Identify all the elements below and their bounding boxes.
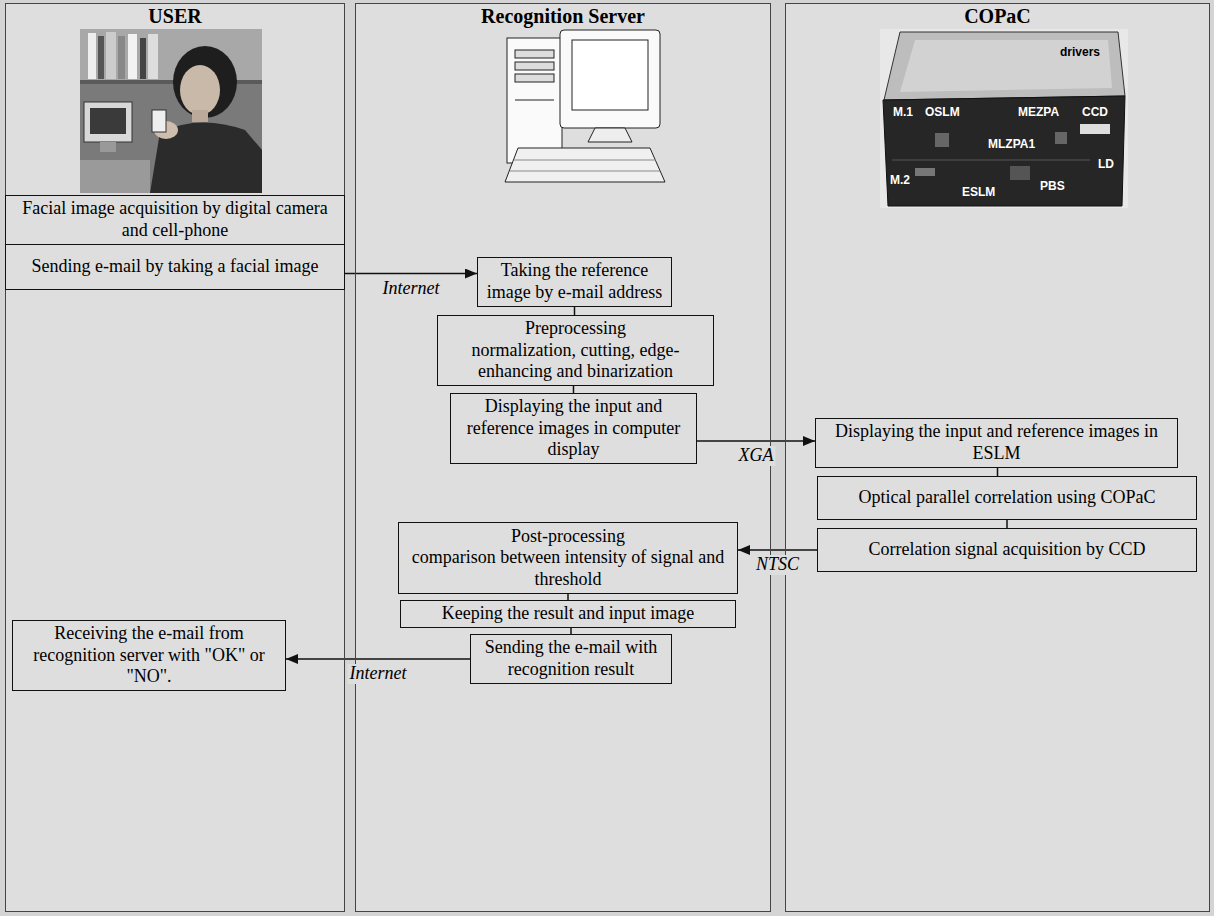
drive-bay (515, 62, 554, 70)
process-box: Receiving the e-mail from recognition se… (12, 620, 286, 691)
edge-label: Internet (348, 664, 409, 684)
process-text: comparison between intensity of signal a… (403, 547, 733, 590)
monitor-stand (100, 142, 116, 152)
flow-arrow (345, 273, 477, 275)
photo-ground (880, 29, 1128, 208)
process-box: Optical parallel correlation using COPaC (817, 476, 1197, 520)
part-label: LD (1098, 158, 1114, 171)
book (106, 32, 116, 79)
process-text: normalization, cutting, edge-enhancing a… (442, 340, 709, 383)
keyboard (505, 148, 665, 182)
part-label: MEZPA (1018, 106, 1059, 119)
part-label: CCD (1082, 106, 1108, 119)
hair (173, 46, 237, 118)
process-text: Receiving the e-mail from recognition se… (17, 623, 281, 688)
lane-ground (355, 3, 771, 912)
device-lid (884, 32, 1125, 100)
process-text: Optical parallel correlation using COPaC (822, 487, 1192, 509)
edge-label: Internet (381, 279, 442, 299)
flow-arrow (738, 549, 817, 551)
monitor (84, 102, 132, 142)
part-label: M.2 (890, 174, 910, 187)
optic-part (1055, 132, 1067, 144)
part-label: drivers (1060, 46, 1100, 59)
part-label: ESLM (962, 186, 995, 199)
photo-ground (80, 29, 262, 193)
mirror-part (915, 168, 935, 176)
part-label: PBS (1040, 180, 1065, 193)
tower-line (515, 100, 554, 101)
optic-part (935, 133, 949, 147)
process-box: Sending the e-mail with recognition resu… (470, 634, 672, 684)
ccd-cylinder (1080, 124, 1110, 134)
process-text: Displaying the input and reference image… (455, 396, 692, 461)
monitor-screen (572, 40, 648, 110)
cell-phone (152, 110, 166, 132)
computer-tower (507, 38, 562, 163)
swimlane-band: Recognition ServerTaking the reference i… (355, 3, 771, 912)
lane-heading: USER (6, 6, 344, 26)
flow-arrow (697, 440, 815, 442)
process-text: Facial image acquisition by digital came… (10, 198, 340, 241)
optic-part (1010, 166, 1030, 180)
drive-bay (515, 74, 554, 82)
process-box: Displaying the input and reference image… (815, 418, 1178, 468)
device-body (883, 96, 1125, 206)
process-box: Sending e-mail by taking a facial image (5, 244, 345, 290)
lid-inside (900, 40, 1112, 92)
book (88, 33, 96, 79)
book (128, 34, 137, 79)
process-box: Post-processingcomparison between intens… (398, 522, 738, 594)
key-row (514, 160, 656, 161)
process-box: Correlation signal acquisition by CCD (817, 528, 1197, 572)
lane-heading: Recognition Server (356, 6, 770, 26)
process-text: Taking the reference image by e-mail add… (482, 260, 667, 303)
connector-line (573, 386, 575, 393)
book (140, 38, 146, 79)
part-label: OSLM (925, 106, 960, 119)
swimlane-band: USER Facial image acquisition by digital … (5, 3, 345, 912)
book (148, 34, 158, 79)
process-box: Taking the reference image by e-mail add… (477, 257, 672, 307)
edge-label: XGA (737, 446, 776, 466)
connector-line (1006, 520, 1008, 528)
process-text: Sending the e-mail with recognition resu… (475, 637, 667, 680)
key-row (510, 171, 660, 172)
optical-rail (892, 160, 1090, 161)
connector-line (574, 307, 576, 315)
part-label: MLZPA1 (988, 138, 1035, 151)
drive-bay (515, 50, 554, 58)
lane-ground (5, 3, 345, 912)
monitor-screen (90, 108, 126, 134)
lane-ground (785, 3, 1210, 912)
process-text: Sending e-mail by taking a facial image (10, 256, 340, 278)
process-text: Correlation signal acquisition by CCD (822, 539, 1192, 561)
monitor (560, 30, 660, 128)
desk (80, 160, 150, 193)
process-box: Displaying the input and reference image… (450, 393, 697, 464)
book (118, 36, 125, 79)
face (180, 65, 220, 115)
book (98, 36, 104, 79)
flow-arrow (286, 658, 470, 660)
monitor-base (588, 128, 632, 142)
process-box: Preprocessingnormalization, cutting, edg… (437, 315, 714, 386)
neck (192, 110, 208, 122)
edge-label: NTSC (754, 555, 801, 575)
process-box: Keeping the result and input image (400, 600, 736, 628)
process-text: Post-processing (403, 526, 733, 548)
lane-heading: COPaC (786, 6, 1209, 26)
process-text: Preprocessing (442, 318, 709, 340)
part-label: M.1 (893, 106, 913, 119)
process-box: Facial image acquisition by digital came… (5, 195, 345, 245)
process-text: Keeping the result and input image (405, 603, 731, 625)
process-text: Displaying the input and reference image… (820, 421, 1173, 464)
connector-line (997, 468, 999, 476)
